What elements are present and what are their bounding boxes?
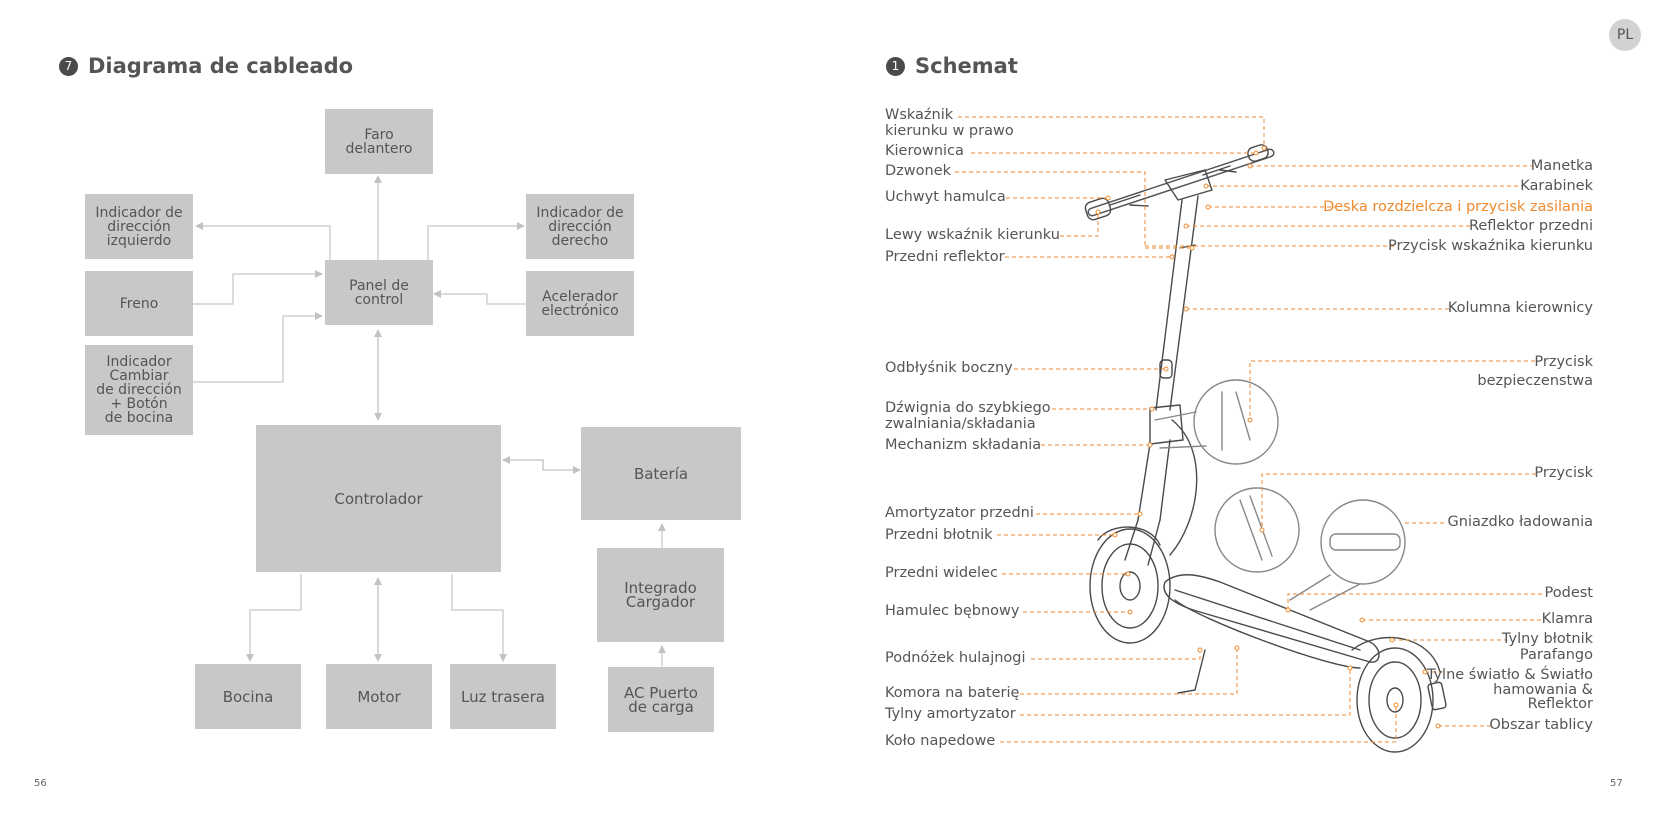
leader-podnozek [1031,650,1201,660]
section-number-badge: 7 [59,56,78,76]
label-przedni-blotnik: Przedni błotnik [885,527,993,543]
label-tylny-amortyzator: Tylny amortyzator [885,706,1016,722]
label-uchwyt-hamulca: Uchwyt hamulca [885,189,1006,205]
box-indicador-cambiar: Indicador Cambiar de dirección + Botón d… [85,345,193,435]
connector-controlador-bocina [246,574,302,662]
box-indicador-izquierdo: Indicador de dirección izquierdo [85,194,193,259]
label-przycisk-bezpieczenstwa: Przycisk bezpieczenstwa [1477,354,1593,389]
label-reflektor-przedni: Reflektor przedni [1468,218,1593,234]
page-number-left: 56 [34,778,47,789]
label-tylny-blotnik: Tylny błotnik Parafango [1501,631,1593,663]
label-hamulec: Hamulec bębnowy [885,603,1020,619]
right-title-text: Schemat [915,54,1018,78]
language-badge: PL [1609,19,1641,51]
label-dzwignia: Dźwignia do szybkiego zwalniania/składan… [885,400,1051,432]
leader-kolo [1000,705,1397,743]
section-number-badge: 1 [886,56,905,76]
label-kolo: Koło napedowe [885,733,996,749]
label-gniazdko: Gniazdko ładowania [1447,514,1593,530]
left-title-text: Diagrama de cableado [88,54,354,78]
leader-komora [1020,648,1238,695]
label-mechanizm: Mechanizm składania [885,437,1042,453]
box-acelerador: Acelerador electrónico [526,271,634,336]
leader-dzwonek [955,171,1192,249]
label-przycisk-wskaznika: Przycisk wskaźnika kierunku [1388,238,1593,254]
label-odblysnik: Odbłyśnik boczny [885,360,1013,376]
label-podnozek: Podnóżek hulajnogi [885,650,1026,666]
label-przedni-reflektor: Przedni reflektor [885,249,1005,265]
connector-controlador-luz [451,574,507,662]
box-luz-trasera: Luz trasera [450,664,556,729]
leader-przycisk-bezp [1249,360,1535,420]
box-panel-de-control: Panel de control [325,260,433,325]
label-karabinek: Karabinek [1520,178,1593,194]
label-wskaznik-prawo: Wskaźnik kierunku w prawo [885,107,1014,139]
label-kierownica: Kierownica [885,143,964,159]
box-freno: Freno [85,271,193,336]
label-tylne-swiatlo: Tylne światło & Światło hamowania & Refl… [1426,667,1593,712]
leader-lewy [1060,212,1099,237]
label-obszar-tablicy: Obszar tablicy [1489,717,1593,733]
leader-przycisk [1261,473,1536,530]
label-lewy-wskaznik: Lewy wskaźnik kierunku [885,227,1060,243]
left-page-title: 7 Diagrama de cableado [59,54,353,78]
leader-podest [1287,593,1542,610]
label-kolumna: Kolumna kierownicy [1447,300,1593,316]
box-faro-delantero: Faro delantero [325,109,433,174]
right-page-title: 1 Schemat [886,54,1018,78]
box-indicador-derecho: Indicador de dirección derecho [526,194,634,259]
connector-panel-ind-izq [195,222,331,260]
label-podest: Podest [1544,585,1593,601]
label-manetka: Manetka [1530,158,1593,174]
box-controlador: Controlador [256,425,501,572]
label-przedni-widelec: Przedni widelec [885,565,998,581]
label-przycisk: Przycisk [1534,465,1593,481]
label-deska-rozdzielcza: Deska rozdzielcza i przycisk zasilania [1323,199,1593,215]
label-amortyzator-przedni: Amortyzator przedni [885,505,1034,521]
page-number-right: 57 [1610,778,1623,789]
box-ac-puerto: AC Puerto de carga [608,667,714,732]
leader-wskaznik-prawo [958,116,1265,145]
label-komora: Komora na baterię [885,685,1020,701]
connector-panel-ind-der [427,222,525,260]
connector-indicador-panel [192,312,323,383]
box-bateria: Batería [581,427,741,520]
box-cargador: Integrado Cargador [597,548,724,642]
label-dzwonek: Dzwonek [885,163,952,179]
leader-tylny-amortyzator [1020,668,1351,716]
connector-acelerador-panel [433,290,526,305]
connector-freno-panel [192,270,323,305]
box-motor: Motor [326,664,432,729]
label-klamra: Klamra [1541,611,1593,627]
box-bocina: Bocina [195,664,301,729]
